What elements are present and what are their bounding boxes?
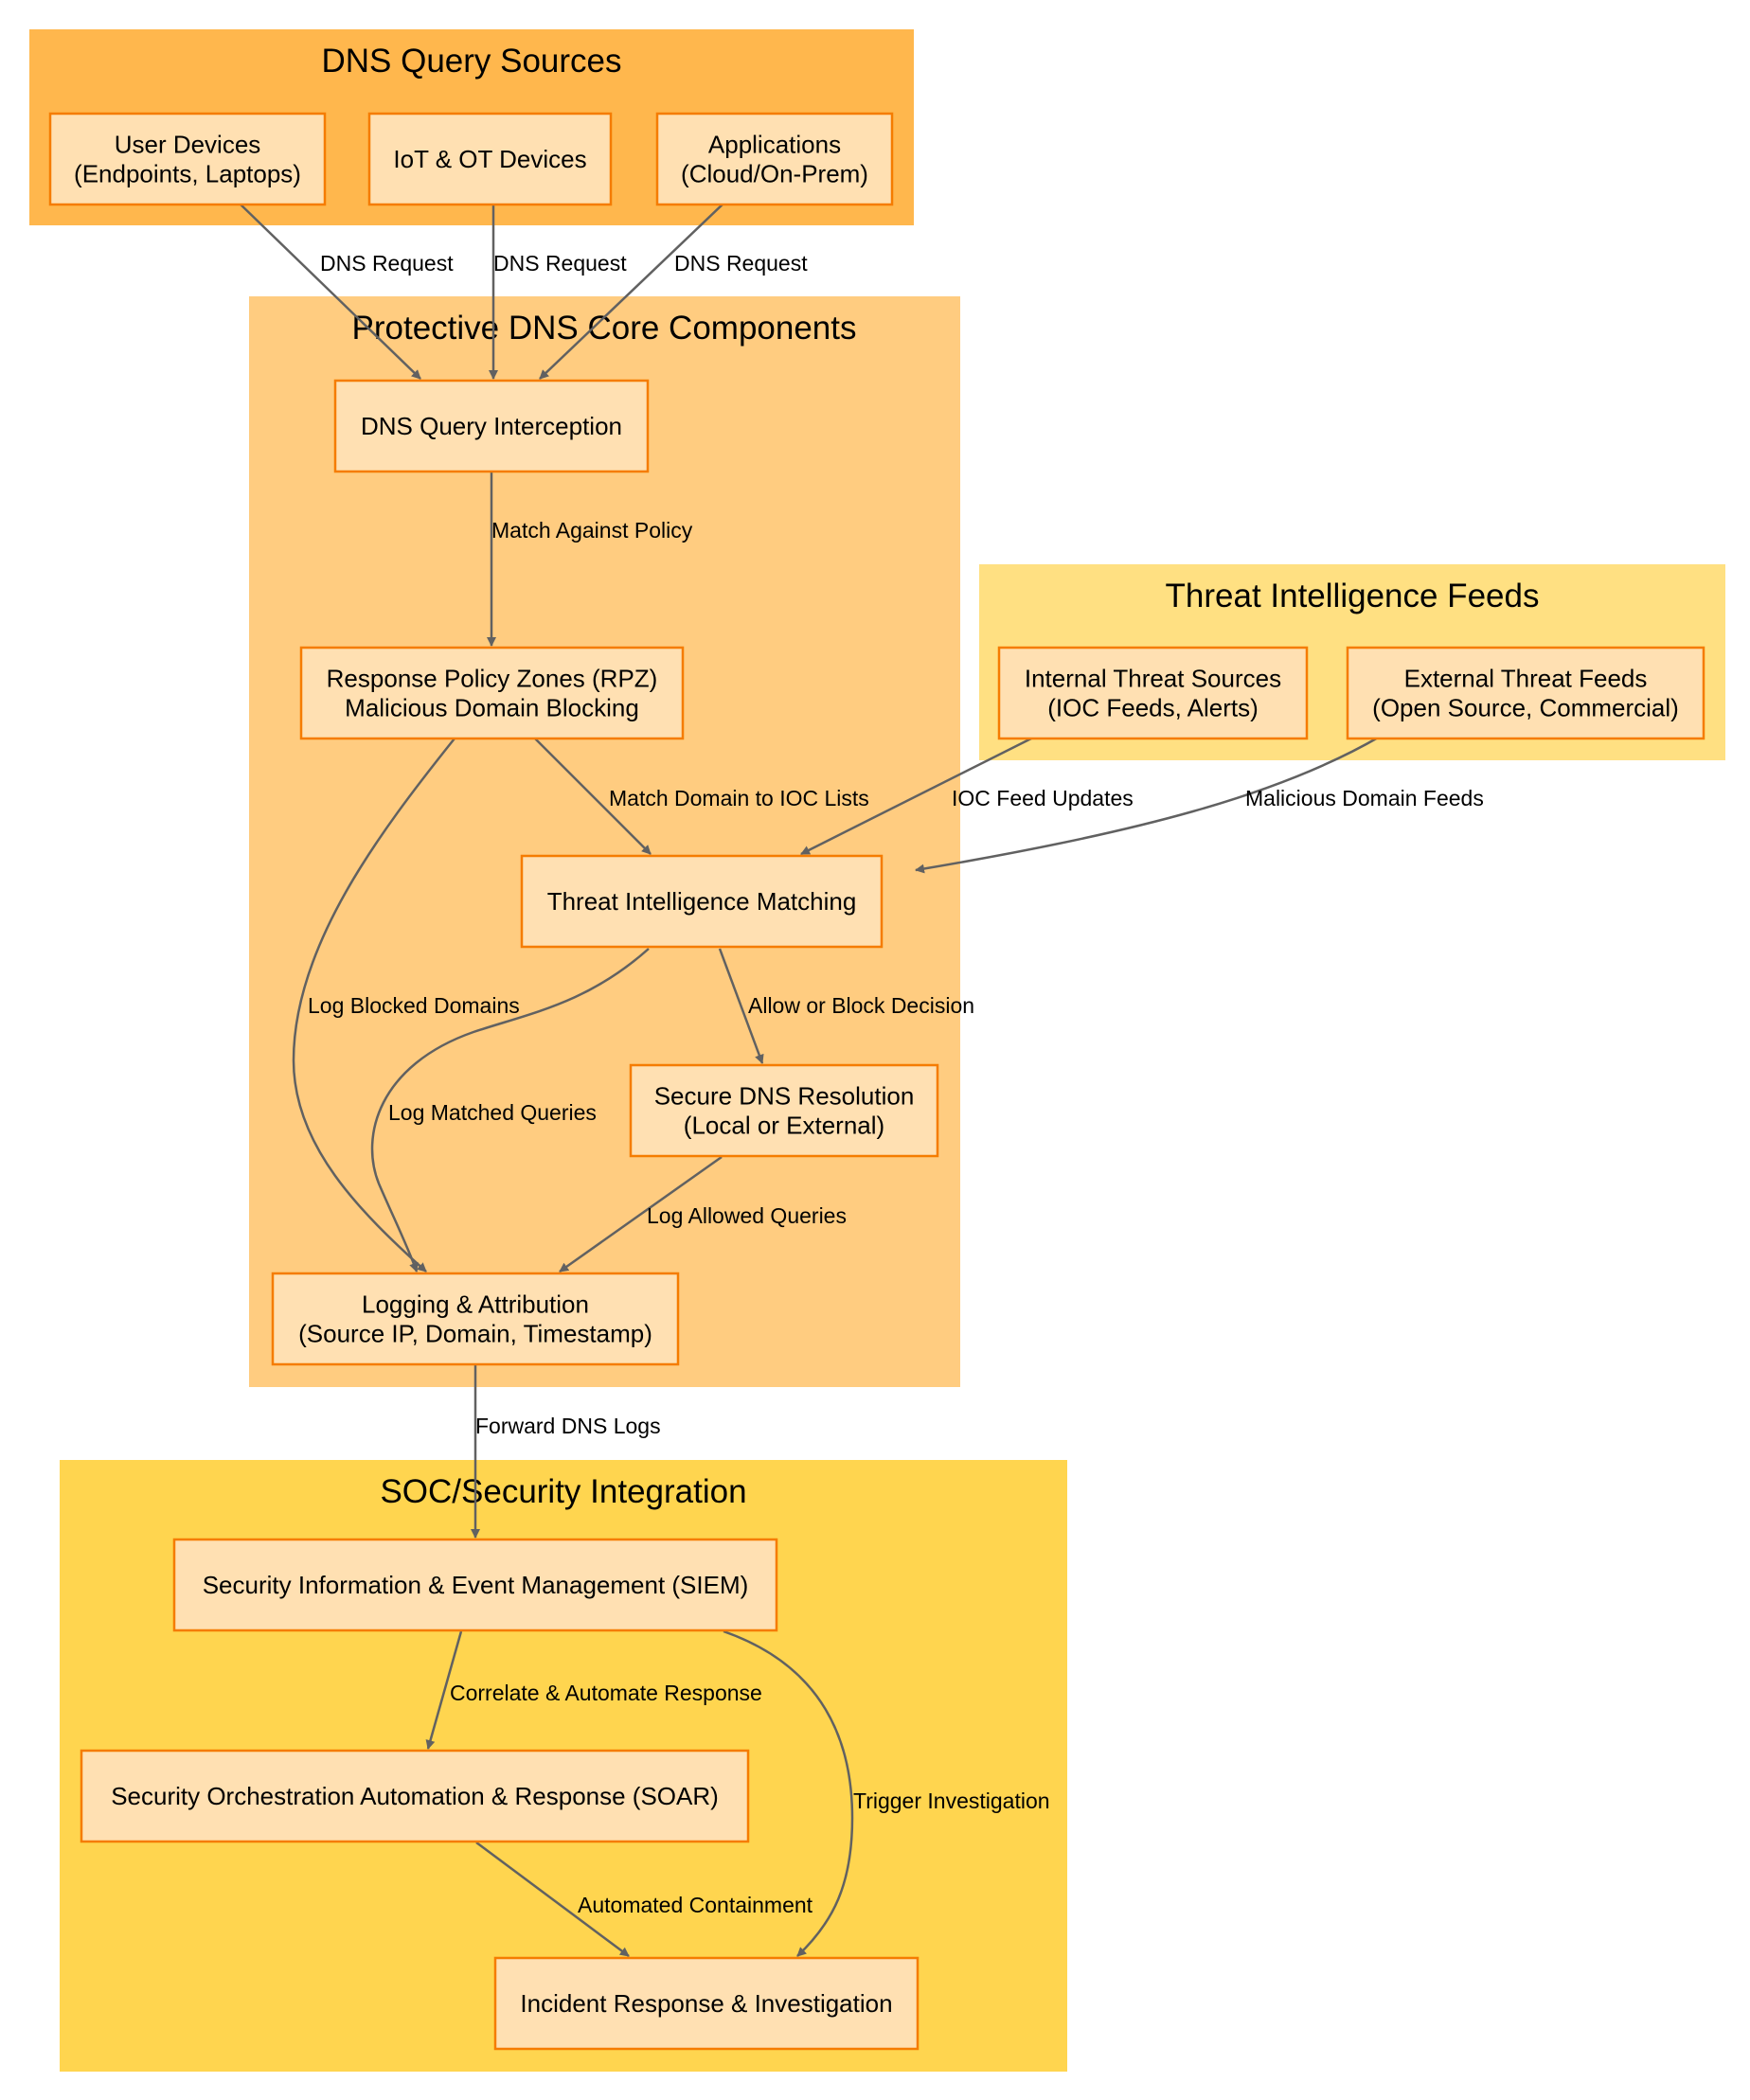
node-label: Threat Intelligence Matching xyxy=(547,887,857,916)
node-box xyxy=(655,112,894,206)
cluster-title: Threat Intelligence Feeds xyxy=(1166,578,1540,614)
edge-label: IOC Feed Updates xyxy=(952,786,1134,810)
node-soar: Security Orchestration Automation & Resp… xyxy=(80,1749,750,1843)
node-label: (Cloud/On-Prem) xyxy=(681,160,868,188)
edge-label: Automated Containment xyxy=(578,1893,813,1917)
node-box xyxy=(48,112,327,206)
edge-ti-matching-to-logging xyxy=(370,948,650,1272)
node-ti-matching: Threat Intelligence Matching xyxy=(520,854,884,949)
node-label: (Open Source, Commercial) xyxy=(1372,694,1679,722)
node-label: DNS Query Interception xyxy=(361,412,622,440)
node-label: External Threat Feeds xyxy=(1404,665,1648,693)
edge-label: Match Against Policy xyxy=(491,518,693,543)
node-box xyxy=(299,646,685,740)
node-label: IoT & OT Devices xyxy=(393,145,586,173)
node-incident: Incident Response & Investigation xyxy=(493,1956,920,2051)
edge-label: DNS Request xyxy=(674,251,808,276)
node-label: Security Orchestration Automation & Resp… xyxy=(111,1782,719,1810)
node-rpz: Response Policy Zones (RPZ)Malicious Dom… xyxy=(299,646,685,740)
node-label: Response Policy Zones (RPZ) xyxy=(327,665,658,693)
edge-user-devices-to-interception xyxy=(238,202,421,380)
cluster-title: SOC/Security Integration xyxy=(380,1473,746,1510)
node-box xyxy=(172,1538,778,1632)
edge-rpz-to-logging xyxy=(292,738,455,1272)
node-label: (Source IP, Domain, Timestamp) xyxy=(298,1320,652,1348)
node-box xyxy=(493,1956,920,2051)
node-box xyxy=(1346,646,1705,740)
node-resolution: Secure DNS Resolution(Local or External) xyxy=(629,1063,939,1158)
node-logging: Logging & Attribution(Source IP, Domain,… xyxy=(271,1272,680,1366)
node-label: (Local or External) xyxy=(684,1112,884,1140)
cluster-title: Protective DNS Core Components xyxy=(352,310,857,347)
edge-label: DNS Request xyxy=(493,251,627,276)
node-applications: Applications(Cloud/On-Prem) xyxy=(655,112,894,206)
edge-label: Forward DNS Logs xyxy=(475,1414,661,1438)
cluster-title: DNS Query Sources xyxy=(321,43,621,80)
node-label: Logging & Attribution xyxy=(362,1290,589,1319)
node-box xyxy=(629,1063,939,1158)
cluster-background xyxy=(249,296,960,1387)
edge-label: Allow or Block Decision xyxy=(748,993,974,1018)
edge-label: Log Blocked Domains xyxy=(308,993,520,1018)
edge-siem-to-incident xyxy=(723,1629,854,1957)
nodes: User Devices(Endpoints, Laptops) IoT & OT… xyxy=(48,112,1705,2051)
node-label: User Devices xyxy=(115,131,261,159)
node-user-devices: User Devices(Endpoints, Laptops) xyxy=(48,112,327,206)
node-box xyxy=(271,1272,680,1366)
edge-label: Correlate & Automate Response xyxy=(450,1681,762,1705)
node-box xyxy=(997,646,1309,740)
node-box xyxy=(520,854,884,949)
edge-label: Log Allowed Queries xyxy=(647,1203,847,1228)
edge-soar-to-incident xyxy=(475,1841,630,1958)
node-label: Secure DNS Resolution xyxy=(654,1082,915,1111)
edge-labels: DNS Request DNS Request DNS Request Matc… xyxy=(308,251,1484,1917)
edge-siem-to-soar xyxy=(425,1630,463,1750)
edge-applications-to-interception xyxy=(539,202,725,380)
edge-rpz-to-ti-matching xyxy=(534,738,652,855)
node-iot: IoT & OT Devices xyxy=(367,112,613,206)
node-label: Applications xyxy=(708,131,841,159)
edges xyxy=(238,202,1381,1958)
edge-resolution-to-logging xyxy=(559,1155,723,1273)
edge-label: Trigger Investigation xyxy=(853,1789,1050,1813)
edge-ti-matching-to-resolution xyxy=(718,948,764,1064)
node-interception: DNS Query Interception xyxy=(333,379,650,473)
node-siem: Security Information & Event Management … xyxy=(172,1538,778,1632)
node-box xyxy=(367,112,613,206)
node-label: Security Information & Event Management … xyxy=(203,1571,749,1599)
node-label: Incident Response & Investigation xyxy=(520,1989,892,2018)
edge-label: DNS Request xyxy=(320,251,454,276)
node-box xyxy=(333,379,650,473)
cluster-protective-dns-core: Protective DNS Core Components xyxy=(249,296,960,1387)
edge-external-threat-to-ti-matching xyxy=(915,735,1381,874)
edge-label: Log Matched Queries xyxy=(388,1100,597,1125)
node-internal-threat: Internal Threat Sources(IOC Feeds, Alert… xyxy=(997,646,1309,740)
node-label: (IOC Feeds, Alerts) xyxy=(1047,694,1259,722)
edge-internal-threat-to-ti-matching xyxy=(800,735,1036,856)
edge-label: Match Domain to IOC Lists xyxy=(609,786,869,810)
edge-label: Malicious Domain Feeds xyxy=(1245,786,1484,810)
node-box xyxy=(80,1749,750,1843)
node-external-threat: External Threat Feeds(Open Source, Comme… xyxy=(1346,646,1705,740)
node-label: (Endpoints, Laptops) xyxy=(74,160,301,188)
node-label: Malicious Domain Blocking xyxy=(345,694,639,722)
node-label: Internal Threat Sources xyxy=(1025,665,1281,693)
